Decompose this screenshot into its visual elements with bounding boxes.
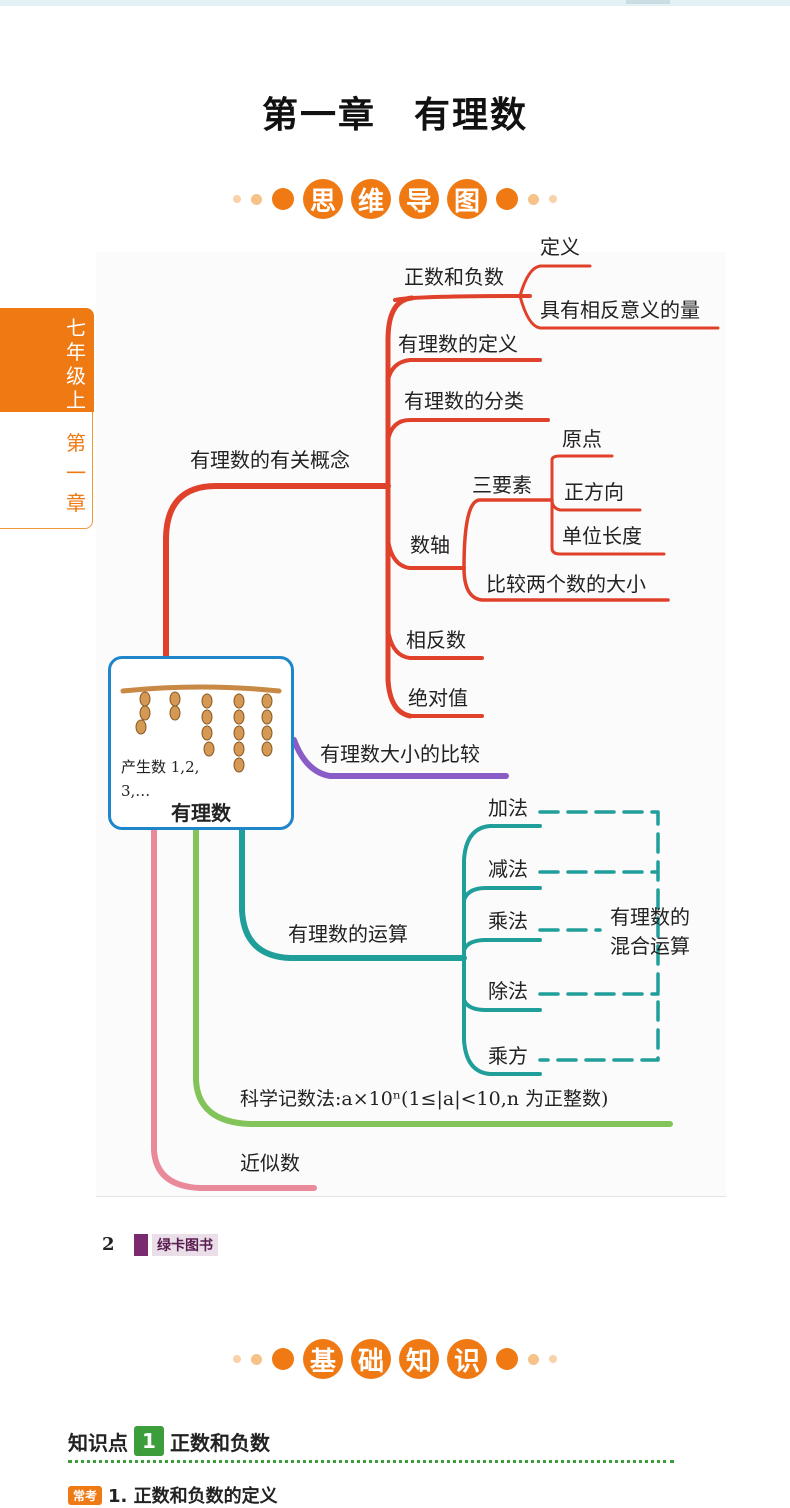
node-addition[interactable]: 加法 bbox=[488, 796, 528, 820]
center-caption-line1: 产生数 1,2, bbox=[121, 758, 200, 776]
banner-dot bbox=[233, 195, 241, 203]
banner-dot bbox=[272, 1348, 294, 1370]
banner-char: 础 bbox=[351, 1339, 391, 1379]
node-compare-two[interactable]: 比较两个数的大小 bbox=[486, 572, 646, 596]
knowledge-point-heading: 知识点 1 正数和负数 bbox=[68, 1424, 270, 1458]
banner-dot bbox=[549, 195, 557, 203]
node-definition[interactable]: 定义 bbox=[540, 235, 580, 259]
node-pos-neg[interactable]: 正数和负数 bbox=[404, 265, 504, 289]
edge-multiplication bbox=[462, 938, 542, 952]
node-multiplication[interactable]: 乘法 bbox=[488, 909, 528, 933]
brand-mark-icon bbox=[134, 1234, 148, 1256]
banner-char: 导 bbox=[399, 179, 439, 219]
node-three-elements[interactable]: 三要素 bbox=[472, 473, 532, 497]
banner-char: 图 bbox=[447, 179, 487, 219]
node-opposite-qty[interactable]: 具有相反意义的量 bbox=[540, 298, 700, 322]
banner-dot bbox=[528, 1353, 539, 1365]
edge-definition bbox=[518, 264, 592, 298]
node-rational-def[interactable]: 有理数的定义 bbox=[398, 332, 518, 356]
branch-compare-size bbox=[291, 737, 509, 779]
node-operations[interactable]: 有理数的运算 bbox=[288, 922, 408, 946]
side-tab-chapter-block bbox=[0, 412, 93, 529]
node-origin[interactable]: 原点 bbox=[562, 427, 602, 451]
edge-subtraction bbox=[462, 886, 542, 902]
edge-unit-length bbox=[550, 498, 666, 556]
branch-concepts-trunk-low bbox=[385, 483, 413, 719]
banner-dot bbox=[272, 188, 294, 210]
top-tab bbox=[626, 0, 670, 4]
brand-name: 绿卡图书 bbox=[152, 1234, 218, 1256]
banner-dot bbox=[549, 1355, 557, 1363]
mixed-bracket bbox=[538, 810, 660, 1062]
node-approximate[interactable]: 近似数 bbox=[240, 1151, 300, 1175]
banner-char: 基 bbox=[303, 1339, 343, 1379]
edge-division bbox=[462, 998, 542, 1012]
edge-three-elements bbox=[550, 454, 614, 502]
side-tab-grade-block bbox=[0, 308, 94, 412]
edge-compare-two bbox=[462, 566, 670, 602]
node-subtraction[interactable]: 减法 bbox=[488, 857, 528, 881]
banner-dot bbox=[528, 193, 539, 205]
banner-dot bbox=[496, 1348, 518, 1370]
edge-rational-def bbox=[386, 358, 542, 382]
edge-opposite-qty bbox=[518, 294, 720, 330]
node-mixed-line1[interactable]: 有理数的 bbox=[610, 905, 690, 929]
edge-classification bbox=[386, 418, 550, 442]
edge-pos-neg bbox=[393, 294, 532, 302]
mindmap-banner: 思 维 导 图 bbox=[0, 176, 790, 222]
banner-char: 识 bbox=[447, 1339, 487, 1379]
branch-sci-notation bbox=[193, 827, 673, 1127]
kp-prefix: 知识点 bbox=[68, 1430, 128, 1455]
banner-dot bbox=[233, 1355, 241, 1363]
node-classification[interactable]: 有理数的分类 bbox=[404, 389, 524, 413]
kp-underline bbox=[68, 1460, 674, 1463]
node-sci-notation[interactable]: 科学记数法:a×10ⁿ(1≤|a|<10,n 为正整数) bbox=[240, 1088, 609, 1110]
node-compare-size[interactable]: 有理数大小的比较 bbox=[320, 742, 480, 766]
banner-dot bbox=[496, 188, 518, 210]
node-opposite-num[interactable]: 相反数 bbox=[406, 628, 466, 652]
banner-char: 知 bbox=[399, 1339, 439, 1379]
center-caption-line2: 3,… bbox=[121, 782, 151, 800]
side-tab-chapter: 第一章 bbox=[66, 431, 86, 515]
edge-number-line bbox=[386, 538, 466, 570]
kp-title: 正数和负数 bbox=[170, 1430, 270, 1455]
side-chapter-tab[interactable]: 七年级上 第一章 bbox=[0, 308, 96, 530]
node-number-line[interactable]: 数轴 bbox=[410, 533, 450, 557]
branch-concepts bbox=[163, 483, 391, 659]
node-power[interactable]: 乘方 bbox=[488, 1044, 528, 1068]
basics-banner: 基 础 知 识 bbox=[0, 1336, 790, 1382]
branch-operations bbox=[239, 827, 467, 961]
side-tab-grade: 七年级上 bbox=[66, 316, 86, 412]
node-absolute[interactable]: 绝对值 bbox=[408, 686, 468, 710]
center-node[interactable]: 产生数 1,2, 3,… 有理数 bbox=[108, 656, 294, 830]
node-concepts[interactable]: 有理数的有关概念 bbox=[190, 448, 350, 472]
brand-logo: 绿卡图书 bbox=[134, 1234, 218, 1256]
node-division[interactable]: 除法 bbox=[488, 979, 528, 1003]
top-band bbox=[0, 0, 790, 6]
node-unit-length[interactable]: 单位长度 bbox=[562, 524, 642, 548]
page-number: 2 bbox=[102, 1234, 115, 1255]
subsection-heading: 常考 1. 正数和负数的定义 bbox=[68, 1482, 278, 1508]
node-mixed-line2[interactable]: 混合运算 bbox=[610, 934, 690, 958]
banner-dot bbox=[251, 1353, 262, 1365]
chapter-title: 第一章 有理数 bbox=[261, 94, 528, 136]
center-title: 有理数 bbox=[171, 801, 231, 825]
edge-nl-branch bbox=[456, 498, 554, 570]
banner-char: 思 bbox=[303, 179, 343, 219]
kp-number: 1 bbox=[134, 1426, 164, 1456]
edge-opposite-num bbox=[386, 628, 484, 660]
edge-ops-trunk-low bbox=[462, 956, 542, 1076]
edge-ops-trunk bbox=[462, 824, 542, 960]
subsection-text: 1. 正数和负数的定义 bbox=[108, 1486, 278, 1507]
frequent-tag: 常考 bbox=[68, 1485, 103, 1505]
banner-dot bbox=[251, 193, 262, 205]
branch-approximate bbox=[151, 827, 317, 1191]
banner-char: 维 bbox=[351, 179, 391, 219]
rope-knots-icon bbox=[120, 684, 282, 773]
node-positive-dir[interactable]: 正方向 bbox=[564, 480, 624, 504]
mindmap-bottom-line bbox=[96, 1196, 726, 1197]
